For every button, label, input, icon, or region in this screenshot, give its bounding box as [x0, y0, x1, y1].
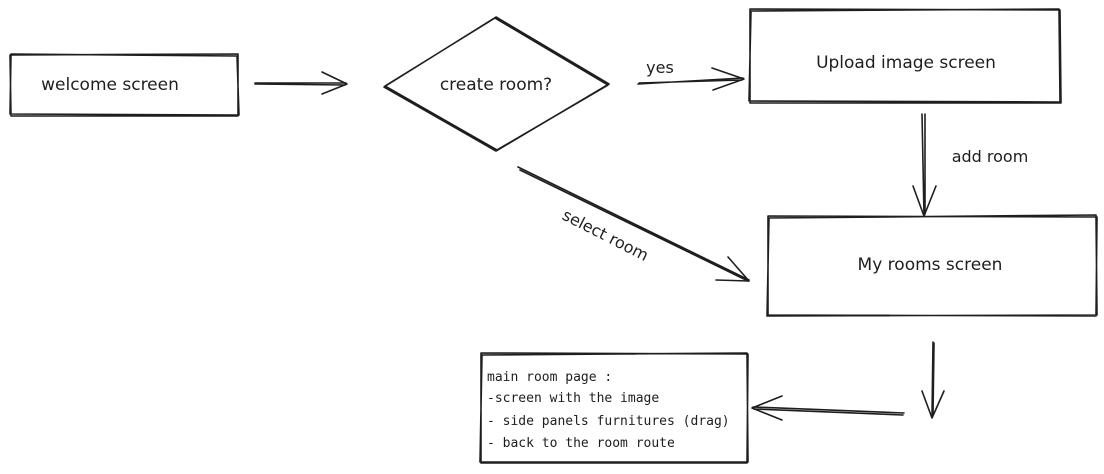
- node-upload-image-screen: Upload image screen: [748, 8, 1062, 104]
- edge-label-add-room: add room: [952, 147, 1029, 166]
- edge-welcome-to-create-room: [254, 71, 348, 95]
- edge-label-select-room: select room: [559, 205, 651, 265]
- node-welcome-screen: welcome screen: [9, 53, 240, 117]
- create-room-diamond: [383, 16, 610, 152]
- edge-label-yes: yes: [646, 58, 674, 77]
- arrowhead: [321, 71, 348, 95]
- arrowhead: [715, 256, 750, 282]
- main-room-line-1: main room page :: [487, 370, 612, 385]
- edge-my-rooms-to-main-room: [751, 341, 945, 421]
- main-room-page-box: [479, 352, 749, 464]
- arrowhead-down: [921, 390, 945, 419]
- main-room-line-2: -screen with the image: [487, 391, 659, 406]
- welcome-screen-label: welcome screen: [41, 75, 179, 95]
- node-main-room-page: main room page : -screen with the image …: [479, 352, 749, 464]
- my-rooms-screen-label: My rooms screen: [858, 255, 1003, 275]
- edge-upload-to-my-rooms: add room: [912, 113, 1029, 217]
- create-room-label: create room?: [440, 75, 552, 95]
- arrowhead: [711, 67, 745, 91]
- upload-image-screen-label: Upload image screen: [816, 53, 996, 73]
- my-rooms-screen-box: [766, 214, 1098, 317]
- upload-image-screen-box: [748, 8, 1062, 104]
- welcome-screen-box: [9, 53, 240, 117]
- node-create-room-decision: create room?: [383, 16, 610, 152]
- main-room-line-3: - side panels furnitures (drag): [487, 414, 730, 429]
- edge-create-room-to-my-rooms: select room: [517, 166, 750, 282]
- connector-down: [931, 341, 935, 417]
- node-my-rooms-screen: My rooms screen: [766, 214, 1098, 317]
- edge-create-room-to-upload: yes: [637, 58, 745, 91]
- main-room-line-4: - back to the room route: [487, 436, 675, 451]
- arrowhead: [751, 395, 783, 421]
